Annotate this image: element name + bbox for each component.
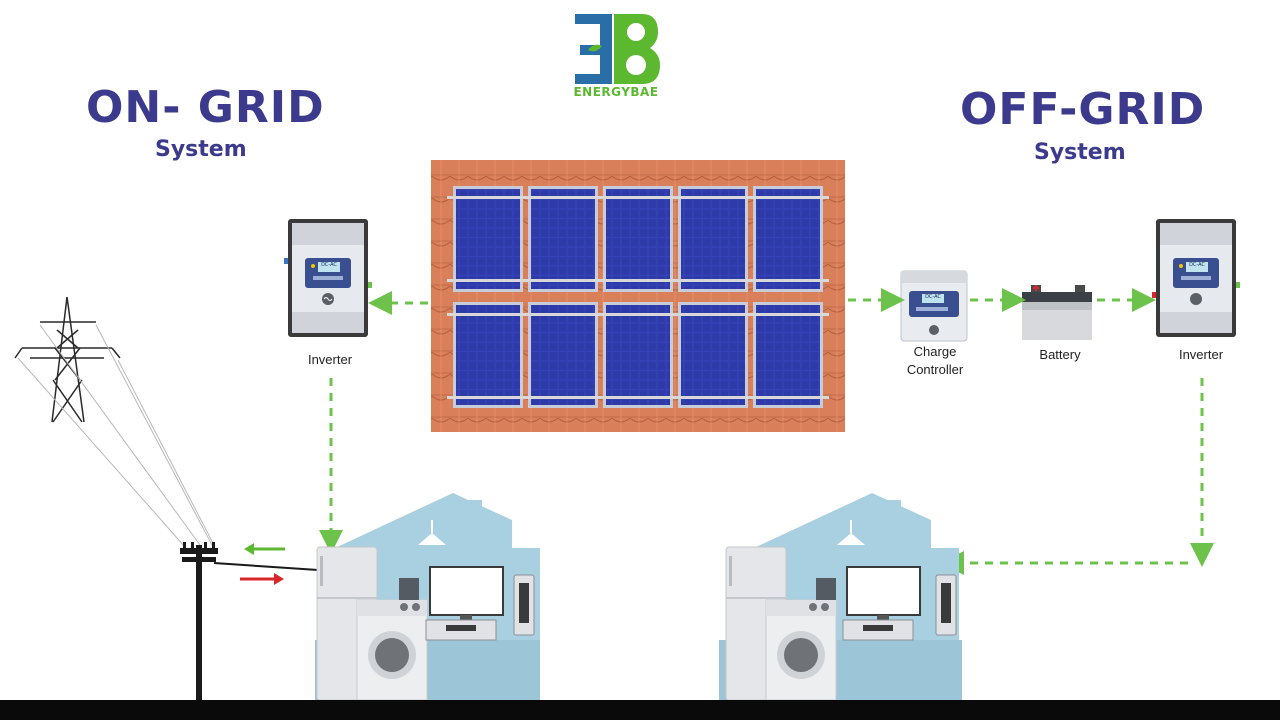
charge-controller-display: DC-AC	[925, 294, 941, 300]
on-grid-house	[315, 493, 540, 701]
off-grid-inverter-display: DC-AC	[1189, 262, 1205, 268]
solar-panel	[603, 302, 673, 408]
energybae-logo-mark	[575, 14, 660, 84]
power-lines	[17, 324, 216, 548]
off-grid-inverter	[1152, 219, 1240, 337]
grid-export-arrow	[244, 543, 285, 555]
transmission-tower	[14, 296, 121, 423]
off-grid-house	[719, 493, 962, 701]
solar-panel	[528, 302, 598, 408]
solar-panels	[447, 186, 829, 408]
battery	[1022, 285, 1092, 340]
bottom-bar	[0, 700, 1280, 720]
on-grid-inverter-label: Inverter	[307, 352, 353, 367]
on-grid-title: ON- GRID	[86, 82, 325, 133]
grid-import-arrow	[240, 573, 284, 585]
off-grid-subtitle: System	[1034, 140, 1126, 165]
off-grid-title: OFF-GRID	[960, 84, 1206, 135]
logo-wordmark: ENERGYBAE	[573, 85, 659, 99]
solar-panel	[528, 186, 598, 292]
charge-controller	[900, 270, 968, 342]
on-grid-subtitle: System	[155, 137, 247, 162]
flow-arrows	[319, 288, 1214, 575]
charge-controller-label-line1: Charge	[913, 344, 957, 359]
solar-panel	[603, 186, 673, 292]
on-grid-inverter	[284, 219, 372, 337]
solar-panel	[453, 302, 523, 408]
on-grid-inverter-display: DC-AC	[321, 262, 337, 268]
charge-controller-label-line2: Controller	[906, 362, 964, 377]
solar-panel	[453, 186, 523, 292]
solar-panel	[753, 186, 823, 292]
solar-panel	[678, 302, 748, 408]
off-grid-inverter-label: Inverter	[1178, 347, 1224, 362]
solar-panel	[678, 186, 748, 292]
solar-roof	[431, 160, 845, 432]
utility-pole	[180, 542, 319, 700]
solar-panel	[753, 302, 823, 408]
battery-label: Battery	[1039, 347, 1081, 362]
